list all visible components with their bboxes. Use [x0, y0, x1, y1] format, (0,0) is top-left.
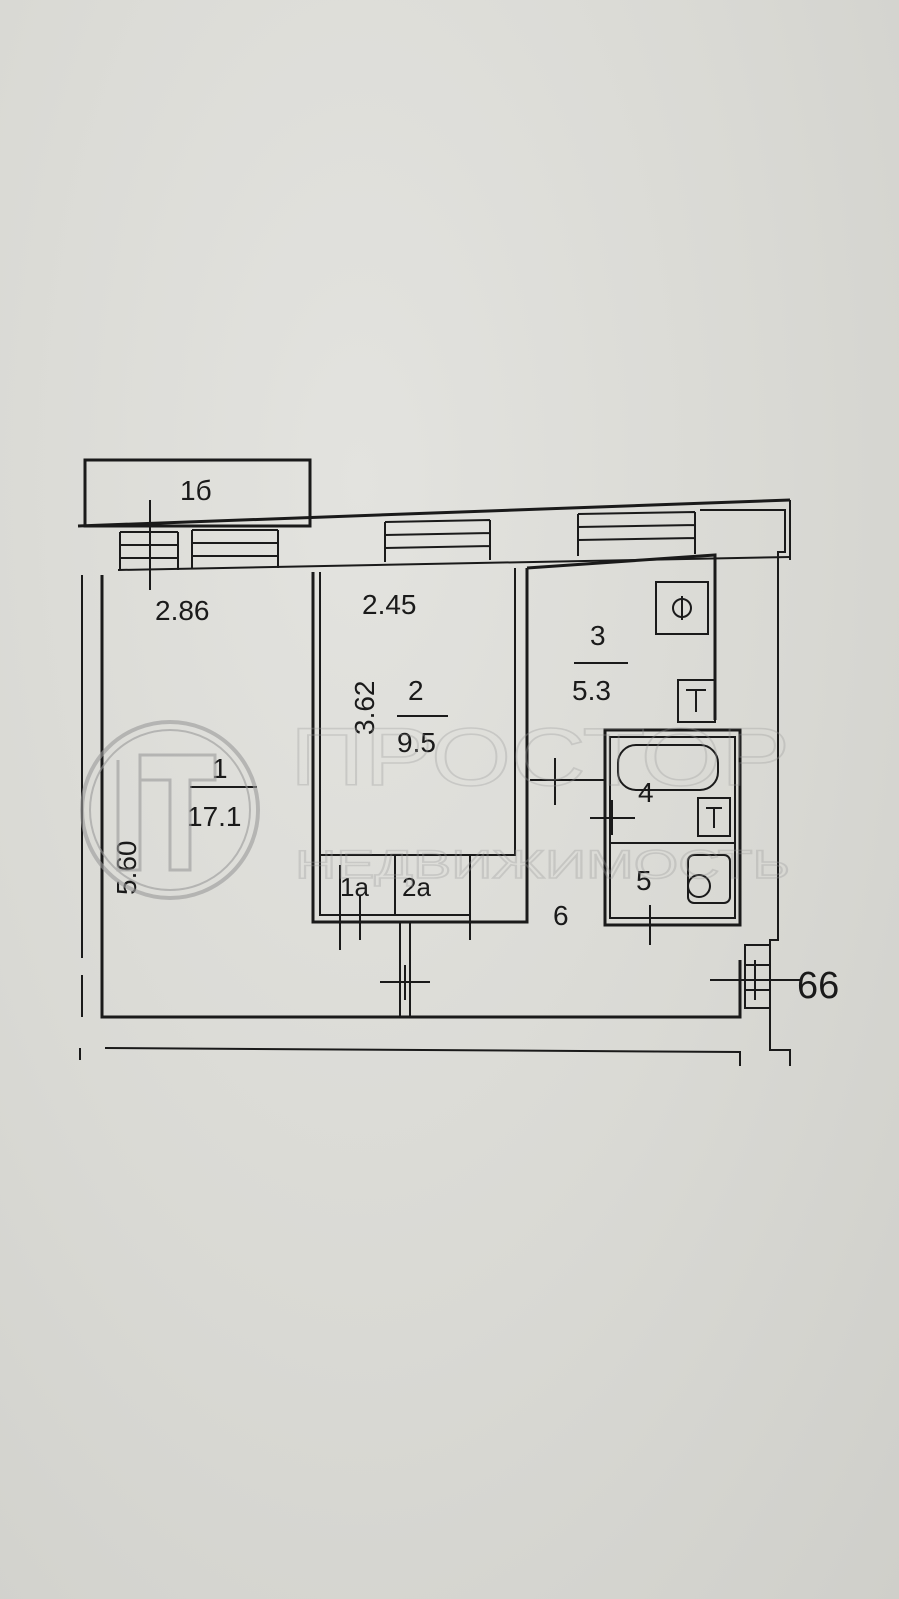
- outer-wall: [100, 575, 742, 1019]
- watermark-brand: ПРОСТОР: [290, 712, 790, 803]
- room2-number-label: 2: [408, 675, 424, 706]
- partition-1-2: [311, 568, 529, 924]
- room1-area-label: 17.1: [187, 801, 242, 832]
- watermark-tagline: НЕДВИЖИМОСТЬ: [295, 843, 790, 887]
- watermark-logo-icon: [80, 720, 260, 900]
- closet1-label: 1а: [340, 872, 369, 902]
- balcony-label: 1б: [180, 475, 212, 506]
- hall-number-label: 6: [553, 900, 569, 931]
- closet2-label: 2а: [402, 872, 431, 902]
- room1-width-label: 2.86: [155, 595, 210, 626]
- room2-width-label: 2.45: [362, 589, 417, 620]
- watermark: ПРОСТОР НЕДВИЖИМОСТЬ: [80, 711, 791, 900]
- facade-wall: [77, 498, 791, 528]
- room3-area-label: 5.3: [572, 675, 611, 706]
- wc-number-label: 5: [636, 865, 652, 896]
- closets: [319, 854, 471, 916]
- room2-length-label: 3.62: [349, 681, 380, 736]
- room2-area-label: 9.5: [397, 727, 436, 758]
- room3-number-label: 3: [590, 620, 606, 651]
- bathroom-block: [603, 728, 742, 927]
- bath-number-label: 4: [638, 777, 654, 808]
- balcony: [83, 458, 312, 528]
- apartment-number-label: 66: [797, 965, 839, 1007]
